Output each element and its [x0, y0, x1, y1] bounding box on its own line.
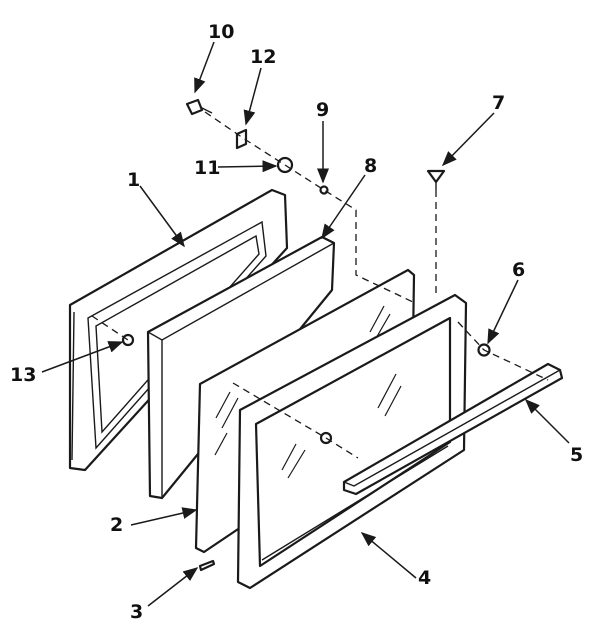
callout-11: 11	[194, 157, 220, 179]
callout-4: 4	[418, 567, 431, 589]
callout-6: 6	[512, 259, 525, 281]
screw-10	[185, 98, 213, 116]
bushing-13	[121, 333, 135, 347]
screw-7	[426, 169, 446, 190]
callout-7: 7	[492, 92, 505, 114]
callout-12: 12	[250, 46, 276, 68]
hinge-clip-12	[235, 128, 248, 150]
callout-10: 10	[208, 21, 234, 43]
callout-8: 8	[364, 155, 377, 177]
bushing-11	[276, 156, 294, 174]
door-frame	[236, 293, 468, 590]
door-handle	[342, 362, 564, 496]
callout-3: 3	[130, 601, 143, 623]
callout-13: 13	[10, 364, 36, 386]
assembly-lines	[91, 111, 549, 459]
leader-lines	[41, 41, 570, 607]
glass-clip	[198, 559, 216, 572]
callout-9: 9	[316, 99, 329, 121]
callout-1: 1	[127, 169, 140, 191]
callout-5: 5	[570, 444, 583, 466]
fastener-9	[319, 185, 329, 195]
callout-2: 2	[110, 514, 123, 536]
